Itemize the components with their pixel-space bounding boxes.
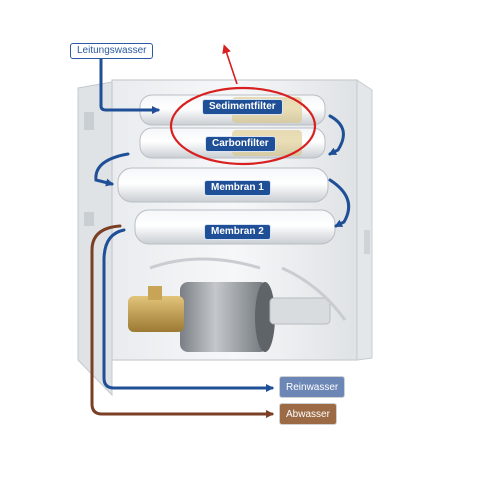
label-membran-2: Membran 2 (204, 224, 271, 240)
filter-cartridges (117, 94, 336, 245)
label-abwasser: Abwasser (279, 403, 337, 425)
label-reinwasser: Reinwasser (279, 376, 346, 398)
highlight-ring (169, 44, 317, 166)
pump-assembly (128, 257, 347, 352)
label-leitungswasser: Leitungswasser (70, 43, 154, 59)
clean-water-flow-lines (94, 56, 351, 392)
label-carbonfilter: Carbonfilter (205, 136, 276, 152)
waste-water-flow-line (90, 224, 274, 418)
label-membran-1: Membran 1 (204, 180, 271, 196)
label-sedimentfilter: Sedimentfilter (202, 99, 283, 115)
